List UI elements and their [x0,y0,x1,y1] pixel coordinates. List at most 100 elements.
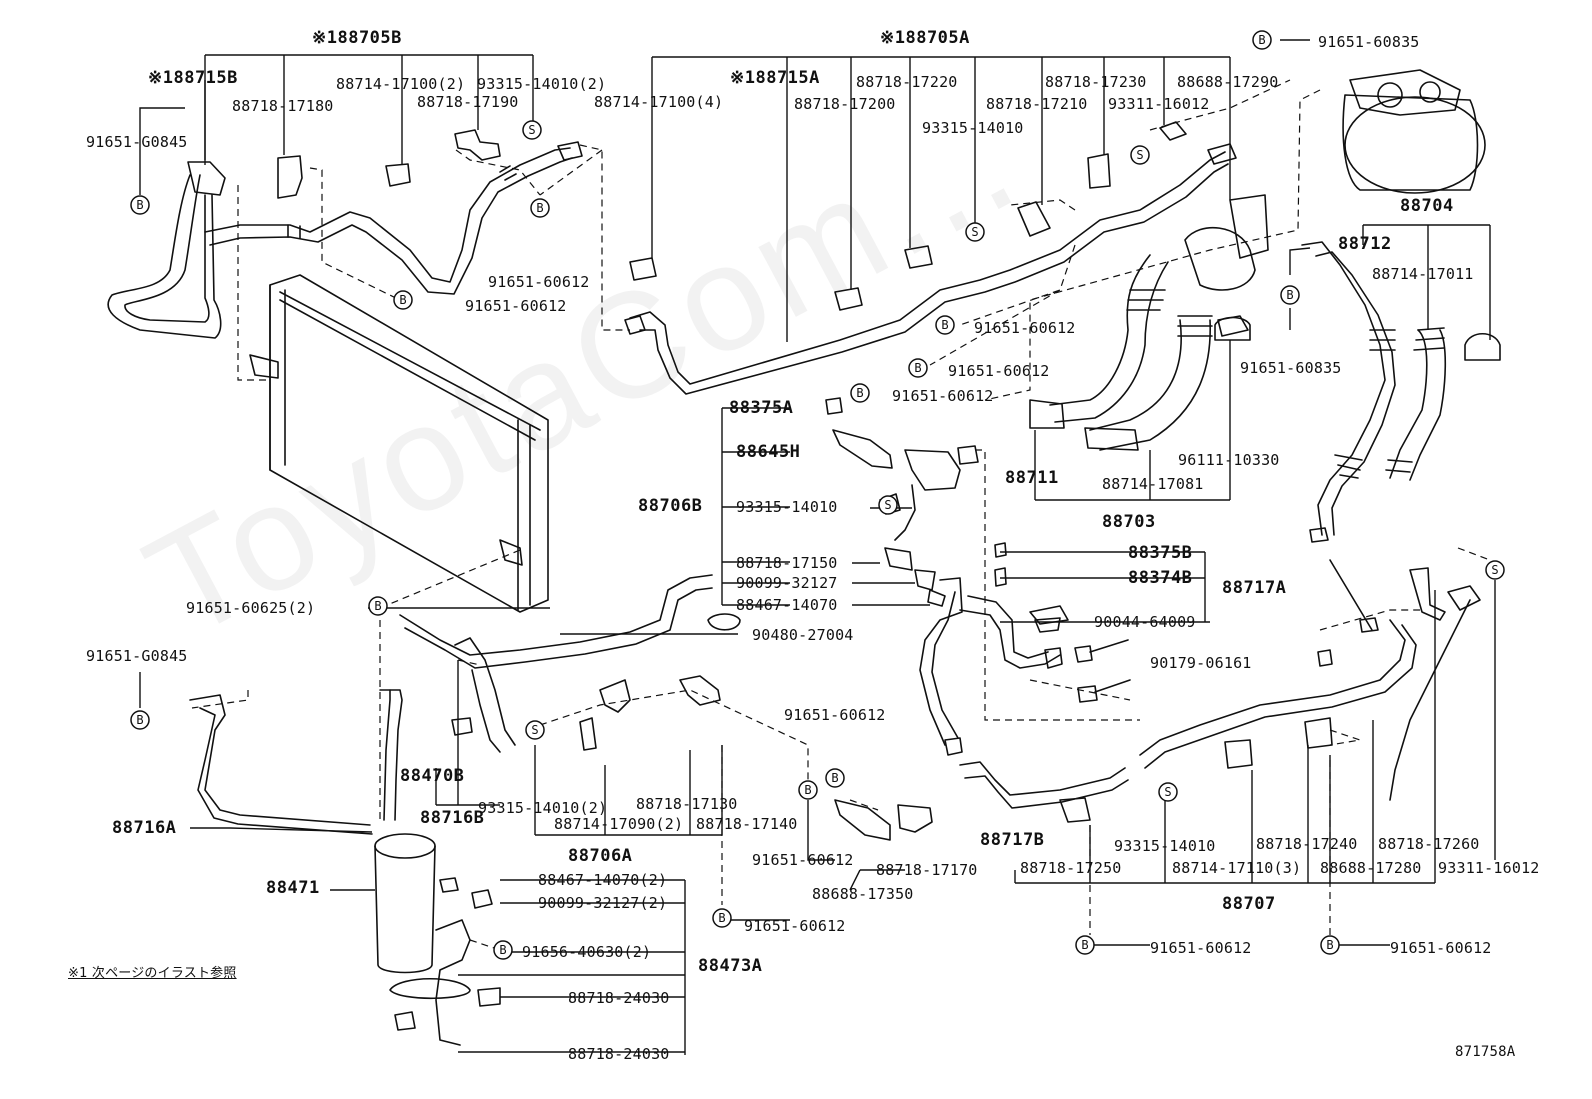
part-label-88717b: 88717B [980,830,1045,850]
screw-letter: S [531,723,538,737]
part-label-96111-10330: 96111-10330 [1178,451,1280,469]
screw-letter: S [528,123,535,137]
part-label-88712: 88712 [1338,234,1392,254]
part-label-91651-60612: 91651-60612 [892,387,994,405]
bolt-symbol [1075,935,1095,955]
part-label-88718-17240: 88718-17240 [1256,835,1358,853]
part-label-91651-60612: 91651-60612 [1390,939,1492,957]
part-label-91651-60835: 91651-60835 [1318,33,1420,51]
part-label-88718-17250: 88718-17250 [1020,859,1122,877]
bolt-letter: B [831,771,838,785]
part-label-88471: 88471 [266,878,320,898]
bolt-symbol [825,768,845,788]
part-label-88718-17260: 88718-17260 [1378,835,1480,853]
screw-symbol [1485,560,1505,580]
bolt-letter: B [536,201,543,215]
bolt-symbol [130,195,150,215]
part-label-93315-14010: 93315-14010 [1114,837,1216,855]
hose-88715b-drawing [107,141,583,339]
hoses-88711-drawing [1029,194,1269,451]
brackets-88706a-drawing [579,613,933,841]
part-label-88716a: 88716A [112,818,177,838]
receiver-88471-drawing [374,833,501,1046]
part-label-90179-06161: 90179-06161 [1150,654,1252,672]
bolt-letter: B [718,911,725,925]
part-label-93311-16012: 93311-16012 [1438,859,1540,877]
screw-symbol [1158,782,1178,802]
part-label-88688-17280: 88688-17280 [1320,859,1422,877]
part-label-91651-60612: 91651-60612 [784,706,886,724]
part-label-88473a: 88473A [698,956,763,976]
bolt-letter: B [804,783,811,797]
part-label-88718-17200: 88718-17200 [794,95,896,113]
bolt-letter: B [1081,938,1088,952]
screw-symbol [1130,145,1150,165]
part-label-93315-14010-2: 93315-14010(2) [478,799,608,817]
line-88715a-drawing [624,121,1237,395]
lines-88717-drawing [919,527,1481,823]
screw-letter: S [1164,785,1171,799]
part-label-90099-32127: 90099-32127 [736,574,838,592]
part-label-91651-60612: 91651-60612 [465,297,567,315]
screw-symbol [965,222,985,242]
part-label-91651-60612: 91651-60612 [488,273,590,291]
bolt-symbol [1320,935,1340,955]
bolt-letter: B [1258,33,1265,47]
part-label-93311-16012: 93311-16012 [1108,95,1210,113]
bolt-symbol [798,780,818,800]
lines-88716-drawing [189,574,713,835]
bolt-symbol [130,710,150,730]
part-label-88718-17190: 88718-17190 [417,93,519,111]
part-label-88718-24030: 88718-24030 [568,989,670,1007]
part-label-88716b: 88716B [420,808,485,828]
valve-block-88706b-drawing [825,397,979,607]
part-label-88688-17350: 88688-17350 [812,885,914,903]
bolt-symbol [493,940,513,960]
part-label-88714-17100-4: 88714-17100(4) [594,93,724,111]
bolt-letter: B [136,713,143,727]
bolt-letter: B [1326,938,1333,952]
part-label-88718-17220: 88718-17220 [856,73,958,91]
bolt-letter: B [914,361,921,375]
part-label-88711: 88711 [1005,468,1059,488]
bolt-symbol [712,908,732,928]
part-label-88718-24030: 88718-24030 [568,1045,670,1063]
symbol-circles [130,30,1505,960]
bolt-letter: B [399,293,406,307]
bolt-letter: B [1286,288,1293,302]
screw-symbol [878,495,898,515]
group-label-188705b: ※188705B [312,28,402,48]
bolt-symbol [1252,30,1272,50]
bolt-symbol [908,358,928,378]
leader-lines [139,39,1496,1055]
bolt-symbol [368,596,388,616]
part-label-90099-32127-2: 90099-32127(2) [538,894,668,912]
screw-symbol [522,120,542,140]
bolt-letter: B [136,198,143,212]
figure-code: 871758A [1455,1044,1516,1060]
screw-symbol [525,720,545,740]
part-label-91651-g0845: 91651-G0845 [86,647,188,665]
part-label-88375a: 88375A [729,398,794,418]
part-label-88718-17150: 88718-17150 [736,554,838,572]
compressor-88704-drawing [1342,69,1486,194]
part-label-88374b: 88374B [1128,568,1193,588]
part-label-90480-27004: 90480-27004 [752,626,854,644]
group-label-188715b: ※188715B [148,68,238,88]
part-label-88714-17011: 88714-17011 [1372,265,1474,283]
part-label-91651-g0845: 91651-G0845 [86,133,188,151]
screw-letter: S [971,225,978,239]
screw-letter: S [1491,563,1498,577]
part-label-88714-17100-2: 88714-17100(2) [336,75,466,93]
part-label-88375b: 88375B [1128,543,1193,563]
part-label-88714-17081: 88714-17081 [1102,475,1204,493]
part-label-88714-17110-3: 88714-17110(3) [1172,859,1302,877]
part-label-88718-17230: 88718-17230 [1045,73,1147,91]
part-label-88704: 88704 [1400,196,1454,216]
part-label-88688-17290: 88688-17290 [1177,73,1279,91]
part-label-91651-60612: 91651-60612 [974,319,1076,337]
part-label-91651-60612: 91651-60612 [752,851,854,869]
group-label-188715a: ※188715A [730,68,820,88]
